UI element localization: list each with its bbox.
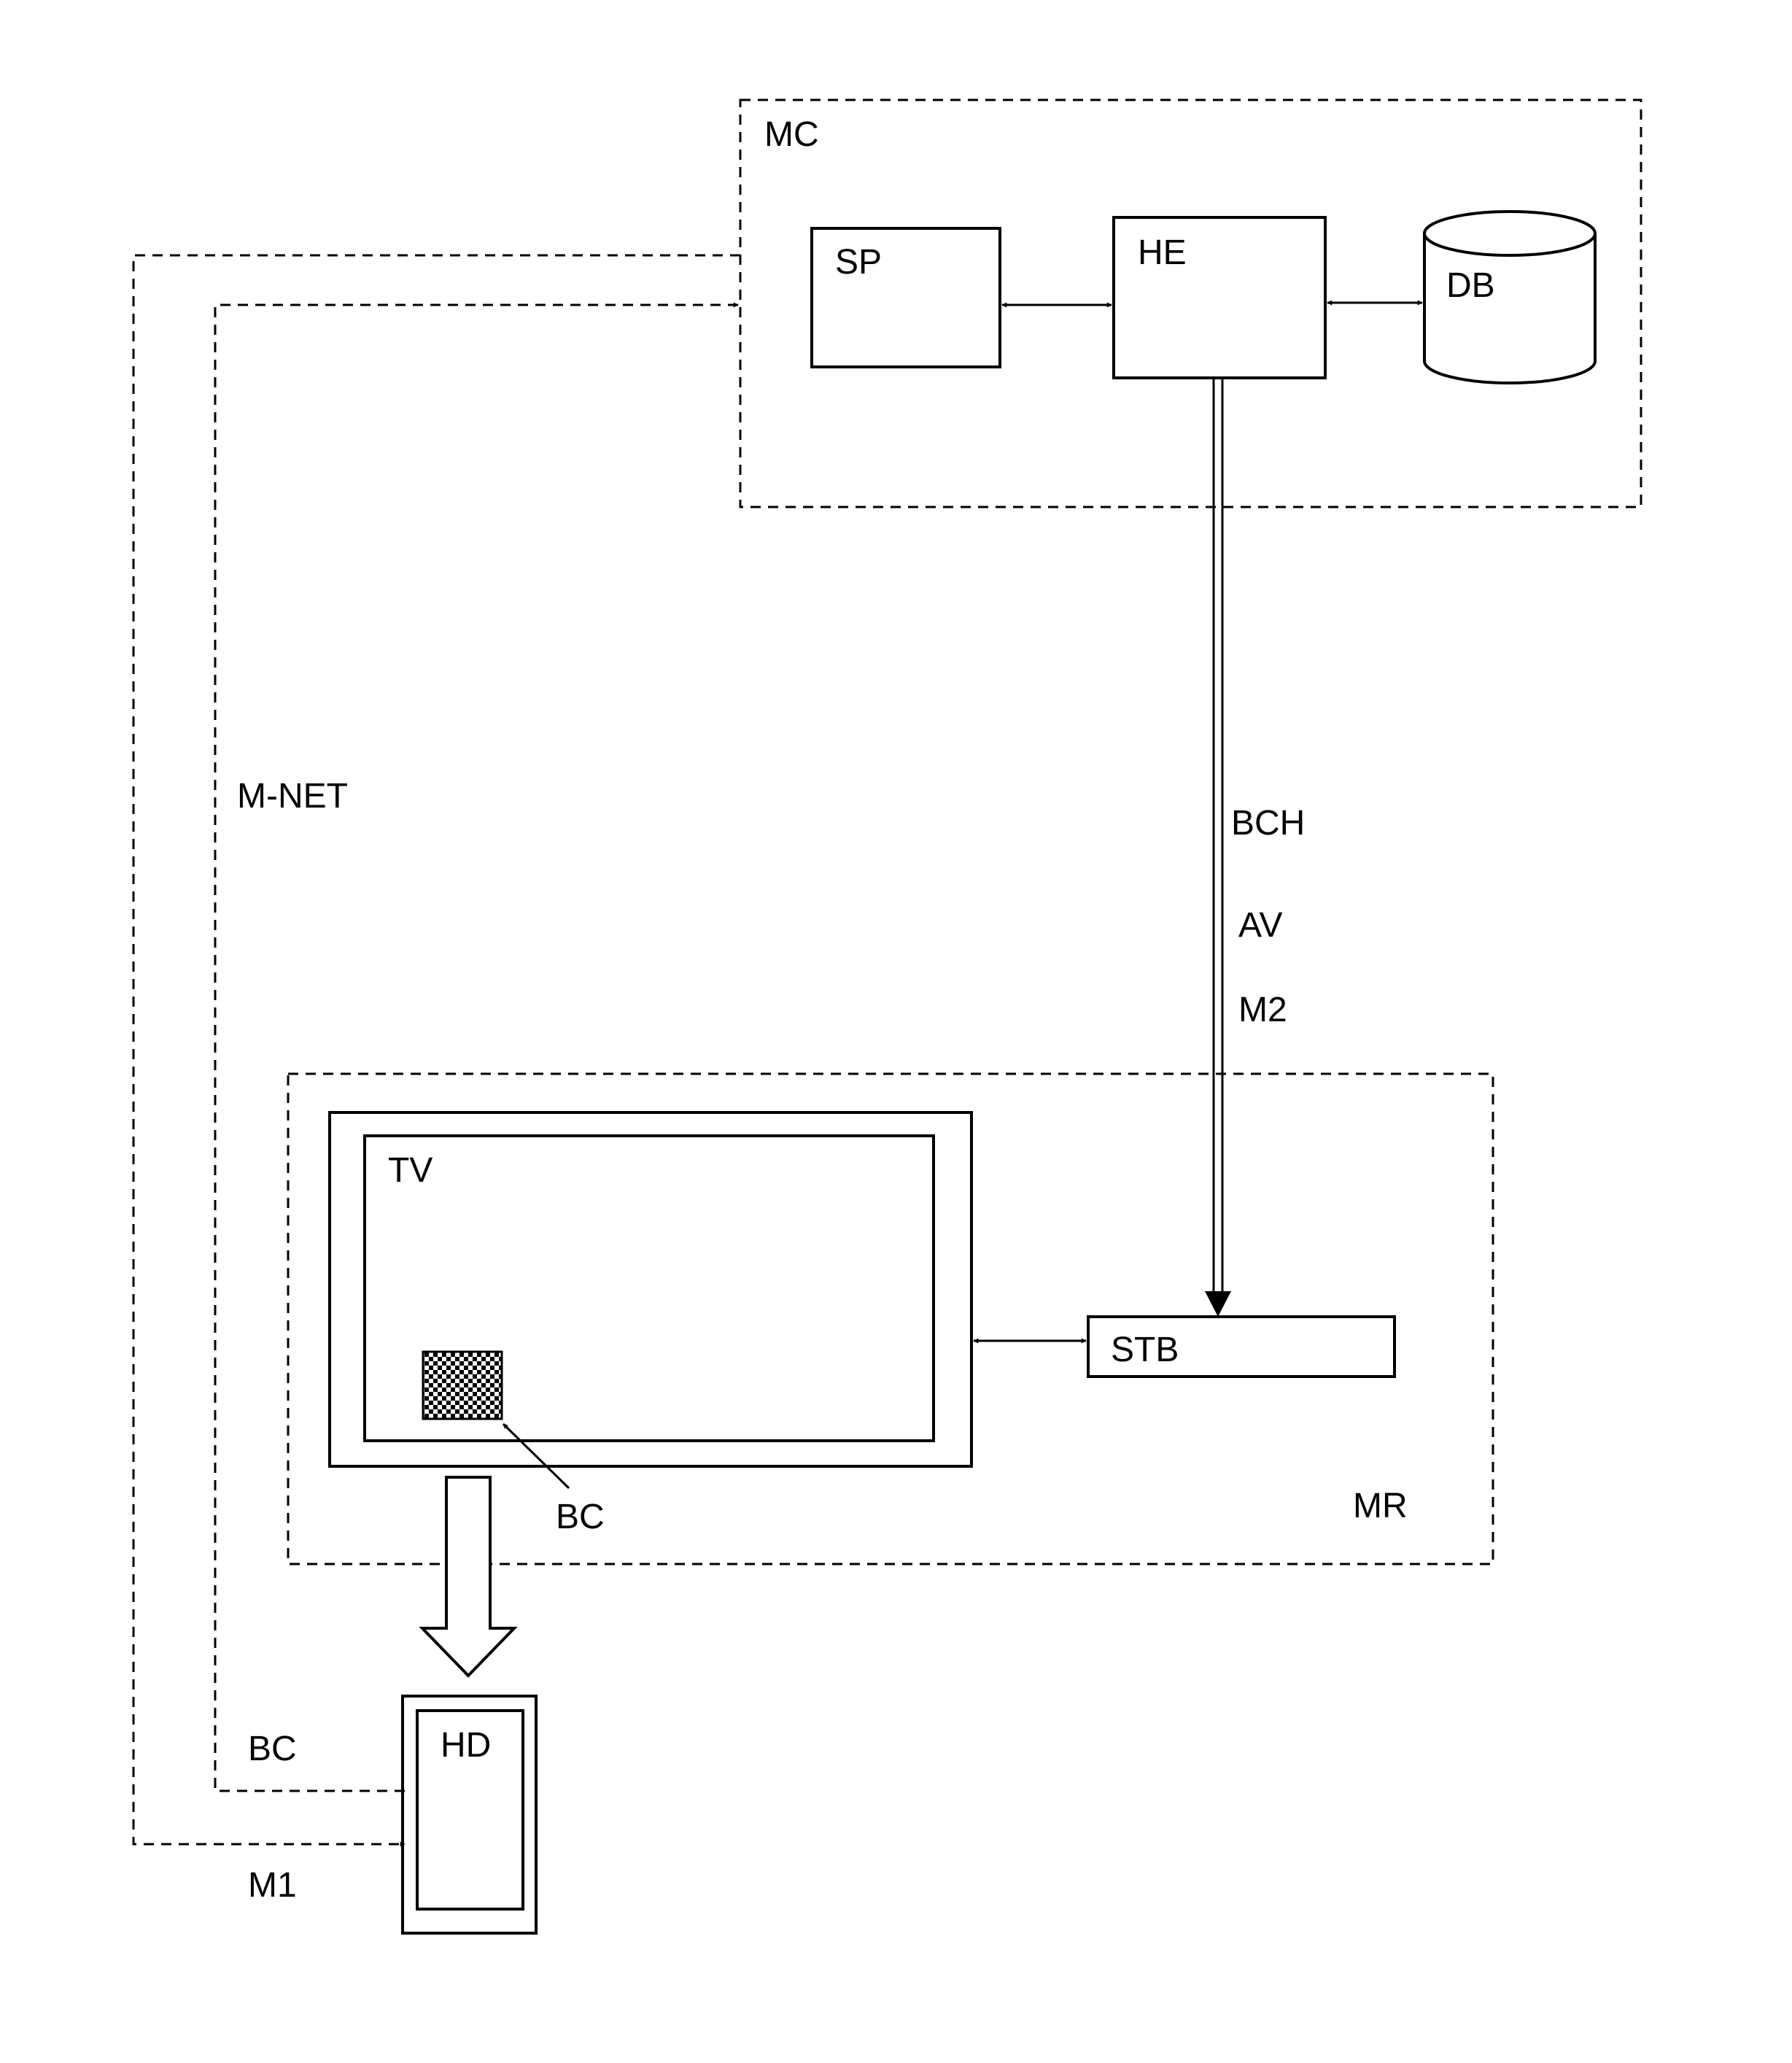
he-label: HE (1138, 233, 1187, 272)
tv-label: TV (388, 1151, 433, 1190)
m2-label: M2 (1238, 991, 1287, 1029)
stb-label: STB (1111, 1331, 1179, 1369)
mc-label: MC (764, 115, 819, 154)
hd-device: HD (403, 1696, 536, 1933)
bch-channel (1205, 378, 1231, 1317)
bc-screen-label: BC (556, 1498, 605, 1536)
sp-box: SP (812, 228, 1000, 367)
m1-network-path (133, 255, 740, 1844)
av-label: AV (1238, 906, 1282, 945)
m-net-label: M-NET (237, 777, 348, 816)
mr-label: MR (1353, 1487, 1408, 1525)
db-cylinder: DB (1424, 212, 1595, 383)
capture-arrow (422, 1477, 514, 1676)
hd-label: HD (441, 1726, 491, 1765)
m1-label: M1 (248, 1866, 297, 1905)
tv-device: TV (330, 1112, 971, 1466)
barcode-graphic (423, 1352, 502, 1419)
bc-link-label: BC (248, 1730, 297, 1768)
he-box: HE (1114, 217, 1325, 378)
stb-box: STB (1088, 1317, 1395, 1377)
db-label: DB (1446, 266, 1495, 305)
bch-label: BCH (1231, 804, 1305, 843)
sp-label: SP (835, 243, 882, 282)
